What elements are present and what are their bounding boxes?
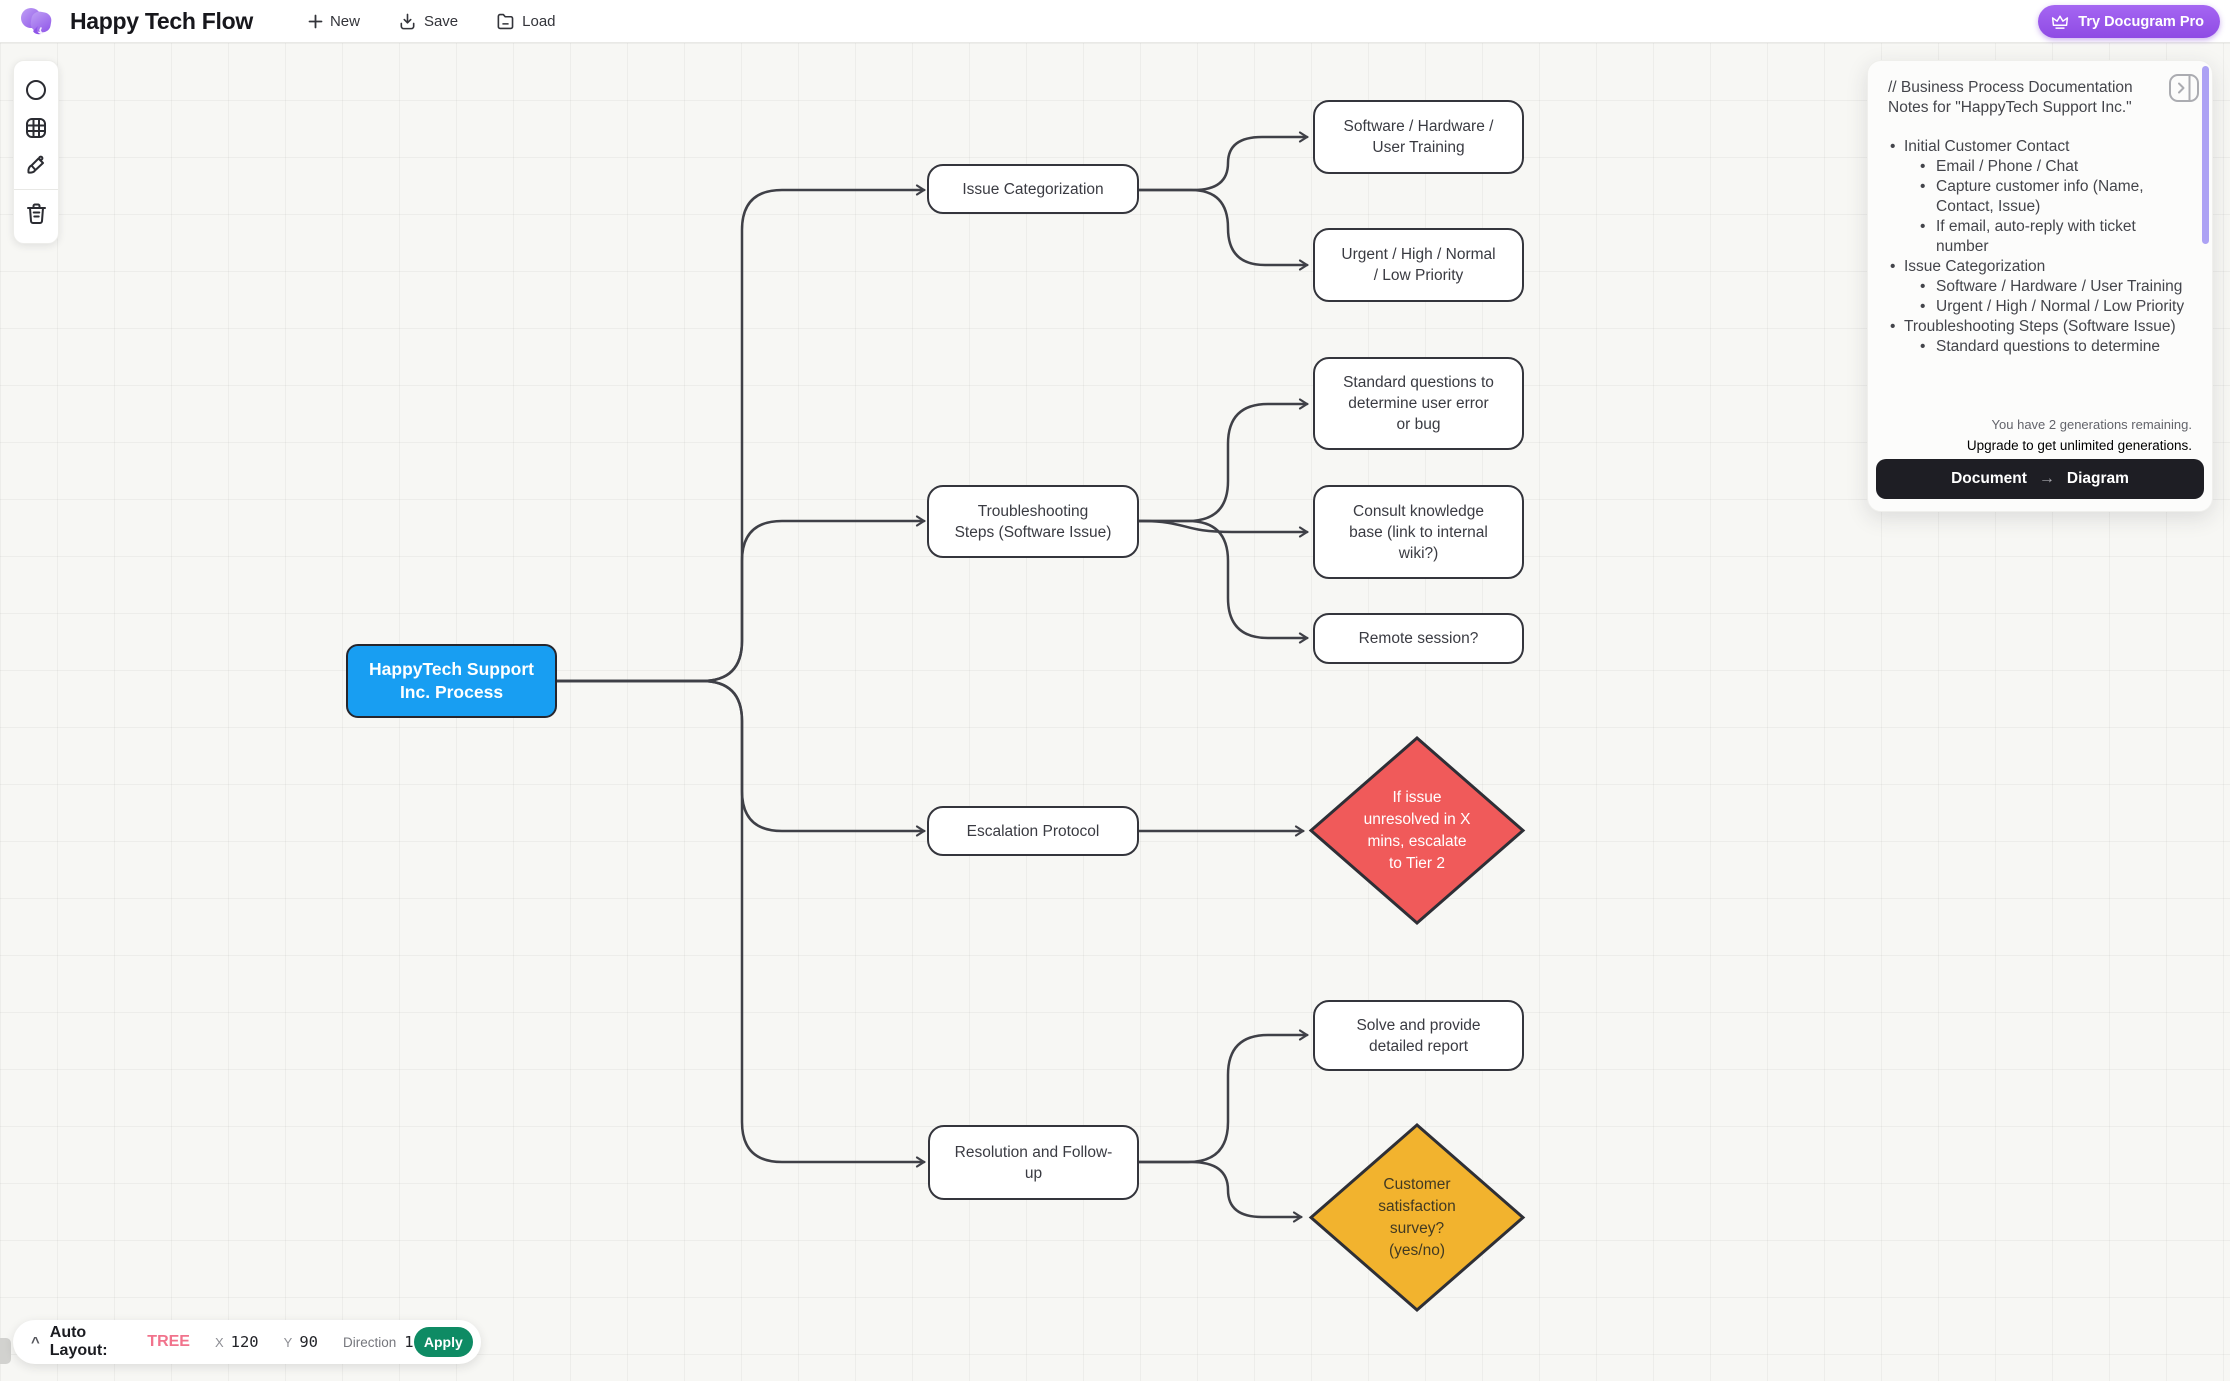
layout-mode-value[interactable]: TREE — [147, 1333, 190, 1350]
notes-panel: // Business Process Documentation Notes … — [1867, 60, 2213, 512]
node-resolution-follow-up[interactable]: Resolution and Follow- up — [928, 1125, 1139, 1200]
auto-layout-bar: ^ Auto Layout: TREE X 120 Y 90 Direction 1… — [13, 1320, 481, 1364]
flow-edge — [554, 679, 927, 1168]
y-spacing-value[interactable]: 90 — [299, 1333, 318, 1351]
app-logo-icon — [21, 8, 52, 35]
node-solve-detailed-report[interactable]: Solve and provide detailed report — [1313, 1000, 1524, 1071]
node-consult-knowledge-base[interactable]: Consult knowledge base (link to internal… — [1313, 485, 1524, 579]
document-to-diagram-button[interactable]: Document → Diagram — [1876, 459, 2204, 499]
top-toolbar: Happy Tech Flow New Save Load Try Docugr… — [0, 0, 2230, 43]
arrow-right-icon: → — [2038, 470, 2055, 487]
flow-edge — [554, 515, 927, 683]
panel-scrollbar[interactable] — [2202, 66, 2209, 244]
try-pro-button[interactable]: Try Docugram Pro — [2038, 5, 2220, 38]
app-title: Happy Tech Flow — [70, 7, 253, 34]
apply-button[interactable]: Apply — [413, 1327, 473, 1357]
shape-toolbar — [13, 60, 59, 244]
x-spacing-label: X — [214, 1335, 224, 1350]
collapse-bar-caret[interactable]: ^ — [31, 1333, 40, 1351]
upgrade-link[interactable]: Upgrade to get unlimited generations. — [1966, 438, 2192, 453]
trash-icon — [26, 203, 46, 224]
node-escalation-protocol[interactable]: Escalation Protocol — [927, 806, 1139, 856]
edge-handle[interactable] — [0, 1338, 11, 1364]
note-bullet: •Email / Phone / Chat — [1920, 158, 2079, 175]
node-troubleshooting-steps[interactable]: Troubleshooting Steps (Software Issue) — [927, 485, 1139, 558]
grid-tool-button[interactable] — [19, 109, 53, 147]
brush-tool-button[interactable] — [19, 147, 53, 185]
flow-edge — [554, 184, 927, 683]
direction-value[interactable]: 1 — [404, 1333, 414, 1351]
node-issue-categorization[interactable]: Issue Categorization — [927, 164, 1139, 214]
new-button[interactable]: New — [308, 13, 360, 30]
node-software-hardware-user-training[interactable]: Software / Hardware / User Training — [1313, 100, 1524, 174]
x-spacing-value[interactable]: 120 — [230, 1333, 259, 1351]
document-label: Document — [1951, 470, 2027, 487]
save-icon — [400, 13, 415, 29]
circle-tool-button[interactable] — [19, 71, 53, 109]
node-label-escalate-tier-2: If issue unresolved in X mins, escalate … — [1363, 788, 1471, 872]
direction-label: Direction — [342, 1334, 397, 1350]
note-bullet: •Standard questions to determine — [1920, 338, 2161, 355]
brush-icon — [27, 155, 44, 174]
diagram-label: Diagram — [2066, 470, 2129, 487]
note-bullet: •Capture customer info (Name, Contact, I… — [1920, 178, 2144, 215]
load-button[interactable]: Load — [496, 12, 556, 31]
note-bullet: •Initial Customer Contact — [1890, 138, 2070, 155]
flow-edge — [1137, 1029, 1310, 1164]
notes-heading: // Business Process Documentation Notes … — [1888, 79, 2133, 116]
note-bullet: •Urgent / High / Normal / Low Priority — [1920, 298, 2185, 315]
node-remote-session[interactable]: Remote session? — [1313, 613, 1524, 664]
crown-icon — [2052, 15, 2069, 29]
node-customer-satisfaction-survey[interactable] — [1308, 1123, 1526, 1312]
plus-icon — [308, 14, 323, 28]
flow-edge — [1137, 519, 1310, 538]
note-bullet: •Software / Hardware / User Training — [1920, 278, 2183, 295]
node-standard-questions[interactable]: Standard questions to determine user err… — [1313, 357, 1524, 450]
flow-edge — [1137, 131, 1310, 192]
flow-edge — [1137, 1160, 1304, 1223]
flow-edge — [1137, 519, 1310, 644]
toolbar-divider — [14, 189, 58, 190]
generations-remaining-text: You have 2 generations remaining. — [1991, 417, 2192, 432]
panel-collapse-icon — [2169, 74, 2199, 102]
note-bullet: •If email, auto-reply with ticket number — [1920, 218, 2136, 255]
save-button[interactable]: Save — [398, 12, 458, 31]
node-urgent-high-normal-low-priority[interactable]: Urgent / High / Normal / Low Priority — [1313, 228, 1524, 302]
note-bullet: •Troubleshooting Steps (Software Issue) — [1890, 318, 2176, 335]
y-spacing-label: Y — [283, 1335, 293, 1350]
node-label-customer-satisfaction-survey: Customer satisfaction survey? (yes/no) — [1378, 1175, 1456, 1259]
notes-content[interactable]: // Business Process Documentation Notes … — [1888, 78, 2186, 431]
grid-icon — [26, 118, 46, 138]
flow-edge — [1137, 398, 1310, 523]
flow-edge — [1137, 188, 1310, 271]
node-escalate-tier-2[interactable] — [1308, 736, 1526, 925]
delete-tool-button[interactable] — [19, 195, 53, 233]
circle-icon — [26, 80, 46, 100]
diagram-canvas[interactable] — [0, 43, 2230, 1381]
node-root[interactable]: HappyTech Support Inc. Process — [346, 644, 557, 718]
note-bullet: •Issue Categorization — [1890, 258, 2046, 275]
collapse-panel-button[interactable] — [2168, 73, 2200, 103]
auto-layout-label: Auto Layout: — [49, 1324, 108, 1359]
folder-icon — [497, 13, 514, 29]
